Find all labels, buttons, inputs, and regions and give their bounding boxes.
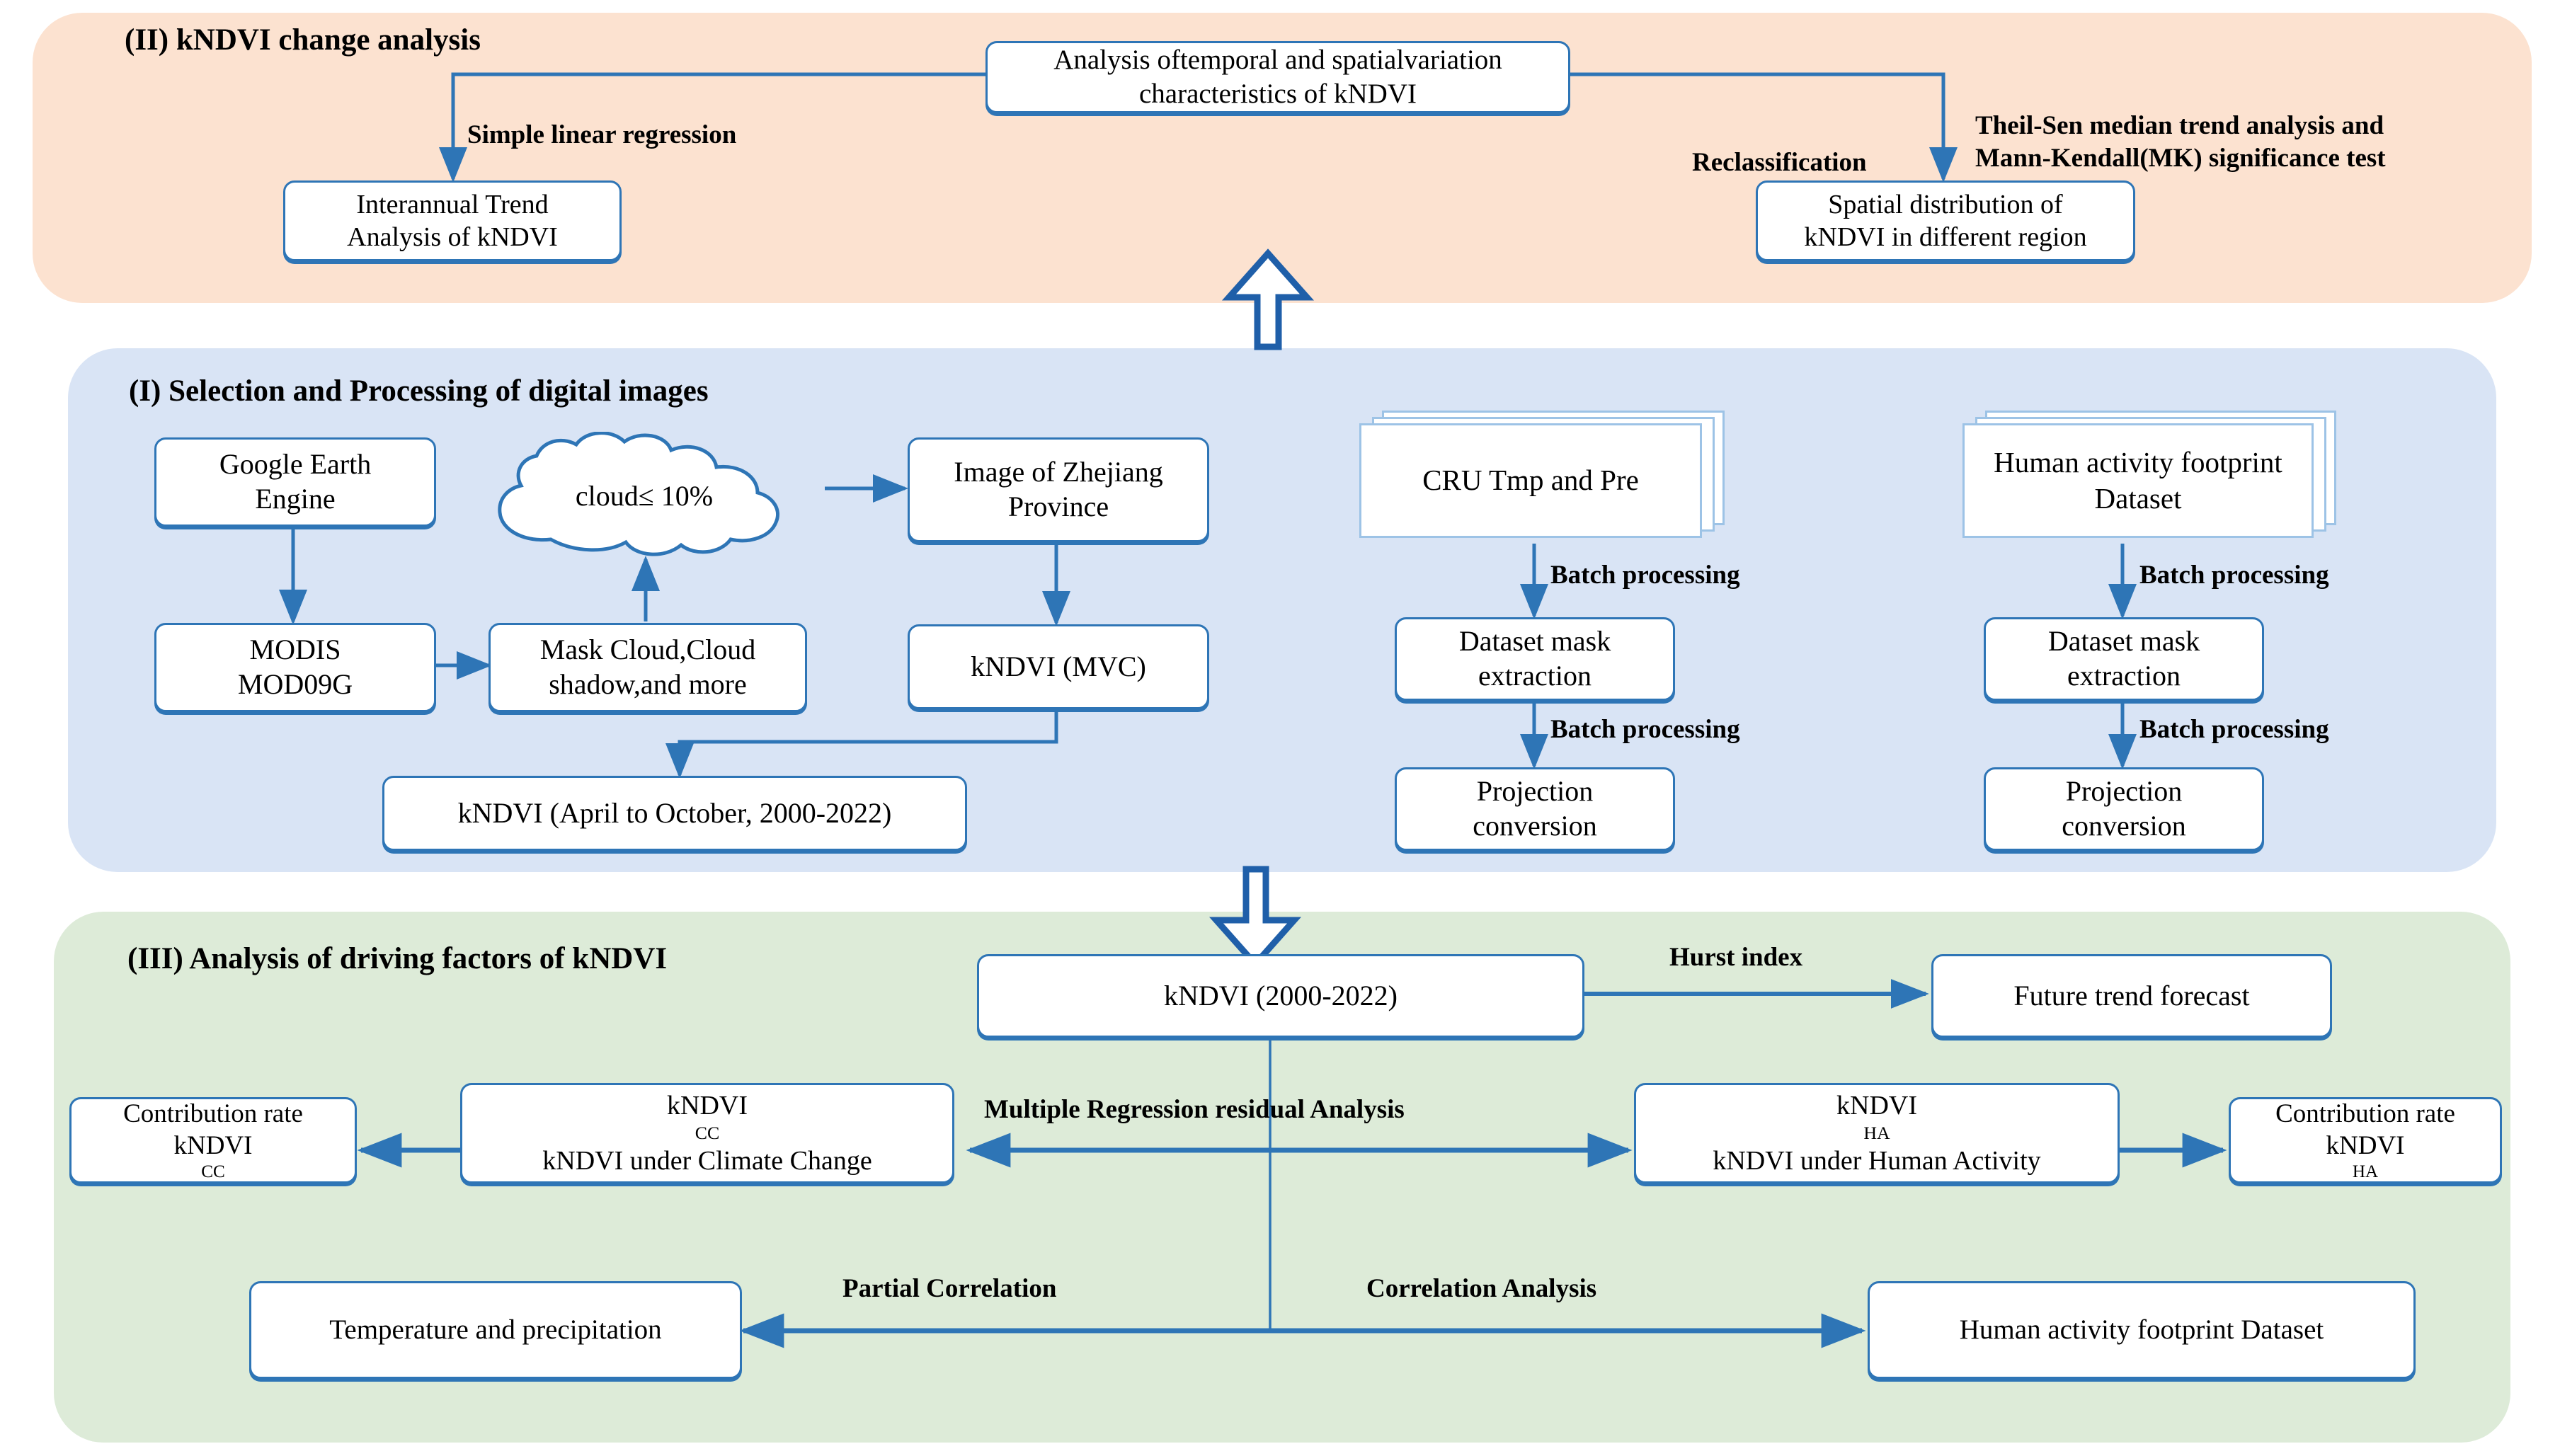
- label-batch-processing-haf-2: Batch processing: [2139, 715, 2329, 744]
- cru-mask-line-1: Dataset mask: [1458, 625, 1611, 658]
- label-simple-linear-regression: Simple linear regression: [467, 120, 737, 149]
- zhejiang-line-2: Province: [1007, 491, 1109, 522]
- label-batch-processing-haf-1: Batch processing: [2139, 561, 2329, 590]
- box-haf-dataset-mask-extraction[interactable]: Dataset mask extraction: [1984, 617, 2264, 701]
- contrib-cc-line-2: kNDVI CC: [116, 1130, 310, 1183]
- cc-line-1: kNDVI CC: [535, 1089, 879, 1145]
- kndvi-apr-oct-text: kNDVI (April to October, 2000-2022): [457, 796, 892, 829]
- kndvi-period-text: kNDVI (2000-2022): [1164, 979, 1398, 1011]
- box-modis-mod09g[interactable]: MODIS MOD09G: [154, 623, 436, 712]
- contrib-cc-line-1: Contribution rate: [123, 1099, 303, 1128]
- stack-cru-dataset[interactable]: CRU Tmp and Pre: [1359, 411, 1742, 545]
- box-future-trend-forecast[interactable]: Future trend forecast: [1931, 954, 2332, 1038]
- haf-proj-line-1: Projection: [2065, 775, 2183, 808]
- contrib-ha-line-1: Contribution rate: [2275, 1099, 2455, 1128]
- label-batch-processing-cru-2: Batch processing: [1550, 715, 1740, 744]
- future-trend-text: Future trend forecast: [2013, 979, 2250, 1011]
- cru-mask-line-2: extraction: [1478, 660, 1592, 692]
- contrib-ha-main: kNDVI: [2326, 1130, 2405, 1160]
- contrib-ha-subscript: HA: [2352, 1162, 2379, 1181]
- zhejiang-line-1: Image of Zhejiang: [954, 456, 1163, 488]
- cloud-condition-text: cloud≤ 10%: [575, 479, 714, 512]
- box-haf-projection-conversion[interactable]: Projection conversion: [1984, 767, 2264, 851]
- box-kndvi-cc[interactable]: kNDVI CC kNDVI under Climate Change: [460, 1083, 954, 1183]
- cc-main: kNDVI: [667, 1090, 748, 1120]
- box-cru-projection-conversion[interactable]: Projection conversion: [1395, 767, 1675, 851]
- box-image-of-zhejiang-province[interactable]: Image of Zhejiang Province: [908, 437, 1209, 542]
- section-title-ii: (II) kNDVI change analysis: [125, 23, 481, 57]
- theilsen-line-2: Mann-Kendall(MK) significance test: [1975, 144, 2386, 173]
- ha-main: kNDVI: [1836, 1090, 1917, 1120]
- box-cru-dataset-mask-extraction[interactable]: Dataset mask extraction: [1395, 617, 1675, 701]
- analysis-line-2: characteristics of kNDVI: [1139, 79, 1417, 109]
- cru-proj-line-1: Projection: [1476, 775, 1594, 808]
- cc-subscript: CC: [695, 1123, 720, 1144]
- stack-front-cru: CRU Tmp and Pre: [1359, 423, 1702, 538]
- kndvi-mvc-text: kNDVI (MVC): [971, 650, 1146, 682]
- cru-line-2: Tmp and Pre: [1489, 464, 1639, 497]
- interannual-line-1: Interannual Trend: [356, 189, 549, 219]
- theilsen-line-1: Theil-Sen median trend analysis and: [1975, 111, 2384, 140]
- haf-line-1: Human activity: [1994, 445, 2174, 478]
- cru-line-1: CRU: [1422, 464, 1482, 497]
- box-contribution-rate-ha[interactable]: Contribution rate kNDVI HA: [2229, 1097, 2502, 1183]
- contrib-ha-line-2: kNDVI HA: [2268, 1130, 2462, 1183]
- contrib-cc-subscript: CC: [201, 1162, 225, 1181]
- spatial-line-1: Spatial distribution of: [1828, 189, 2063, 219]
- ha-line-1: kNDVI HA: [1705, 1089, 2047, 1145]
- ha-line-2: kNDVI under Human Activity: [1713, 1145, 2041, 1176]
- analysis-line-1: Analysis oftemporal and spatialvariation: [1053, 45, 1502, 76]
- box-kndvi-2000-2022[interactable]: kNDVI (2000-2022): [977, 954, 1584, 1038]
- spatial-line-2: kNDVI in different region: [1804, 222, 2087, 252]
- label-theil-sen-mk: Theil-Sen median trend analysis and Mann…: [1975, 110, 2386, 176]
- label-hurst-index: Hurst index: [1669, 943, 1803, 972]
- label-reclassification: Reclassification: [1692, 148, 1867, 177]
- label-multiple-regression-residual-analysis: Multiple Regression residual Analysis: [984, 1095, 1405, 1124]
- haf-proj-line-2: conversion: [2062, 810, 2186, 842]
- box-kndvi-ha[interactable]: kNDVI HA kNDVI under Human Activity: [1634, 1083, 2120, 1183]
- cloud-icon: [498, 431, 779, 556]
- box-mask-cloud-shadow[interactable]: Mask Cloud,Cloud shadow,and more: [488, 623, 807, 712]
- mask-line-1: Mask Cloud,Cloud: [539, 634, 756, 666]
- modis-line-1: MODIS: [249, 634, 341, 666]
- cc-line-2: kNDVI under Climate Change: [542, 1145, 872, 1176]
- gee-line-1: Google Earth: [219, 448, 372, 481]
- interannual-line-2: Analysis of kNDVI: [347, 222, 558, 252]
- section-title-i: (I) Selection and Processing of digital …: [129, 374, 709, 408]
- contrib-cc-main: kNDVI: [173, 1130, 253, 1160]
- box-google-earth-engine[interactable]: Google Earth Engine: [154, 437, 436, 527]
- label-correlation-analysis: Correlation Analysis: [1366, 1274, 1597, 1303]
- human-footprint-text: Human activity footprint Dataset: [1959, 1314, 2324, 1346]
- label-partial-correlation: Partial Correlation: [842, 1274, 1057, 1303]
- mask-line-2: shadow,and more: [549, 668, 747, 700]
- box-interannual-trend-analysis[interactable]: Interannual Trend Analysis of kNDVI: [283, 180, 622, 261]
- box-temperature-and-precipitation[interactable]: Temperature and precipitation: [249, 1281, 742, 1379]
- modis-line-2: MOD09G: [237, 668, 353, 700]
- box-kndvi-april-october[interactable]: kNDVI (April to October, 2000-2022): [382, 776, 967, 851]
- box-analysis-temporal-spatial[interactable]: Analysis oftemporal and spatialvariation…: [985, 41, 1570, 113]
- label-batch-processing-cru-1: Batch processing: [1550, 561, 1740, 590]
- cru-proj-line-2: conversion: [1473, 810, 1597, 842]
- haf-mask-line-1: Dataset mask: [2047, 625, 2200, 658]
- cloud-condition-shape[interactable]: cloud≤ 10%: [467, 431, 821, 559]
- box-spatial-distribution-kndvi[interactable]: Spatial distribution of kNDVI in differe…: [1756, 180, 2135, 261]
- ha-subscript: HA: [1863, 1123, 1890, 1144]
- haf-mask-line-2: extraction: [2067, 660, 2181, 692]
- stack-human-activity-footprint-dataset[interactable]: Human activity footprint Dataset: [1962, 411, 2359, 545]
- box-human-activity-footprint-dataset-bottom[interactable]: Human activity footprint Dataset: [1868, 1281, 2416, 1379]
- box-contribution-rate-cc[interactable]: Contribution rate kNDVI CC: [69, 1097, 357, 1183]
- stack-front-human-activity: Human activity footprint Dataset: [1962, 423, 2314, 538]
- temp-precip-text: Temperature and precipitation: [329, 1314, 662, 1346]
- haf-line-2: footprint Dataset: [2094, 445, 2282, 515]
- box-kndvi-mvc[interactable]: kNDVI (MVC): [908, 624, 1209, 709]
- section-title-iii: (III) Analysis of driving factors of kND…: [127, 942, 668, 975]
- gee-line-2: Engine: [255, 483, 336, 515]
